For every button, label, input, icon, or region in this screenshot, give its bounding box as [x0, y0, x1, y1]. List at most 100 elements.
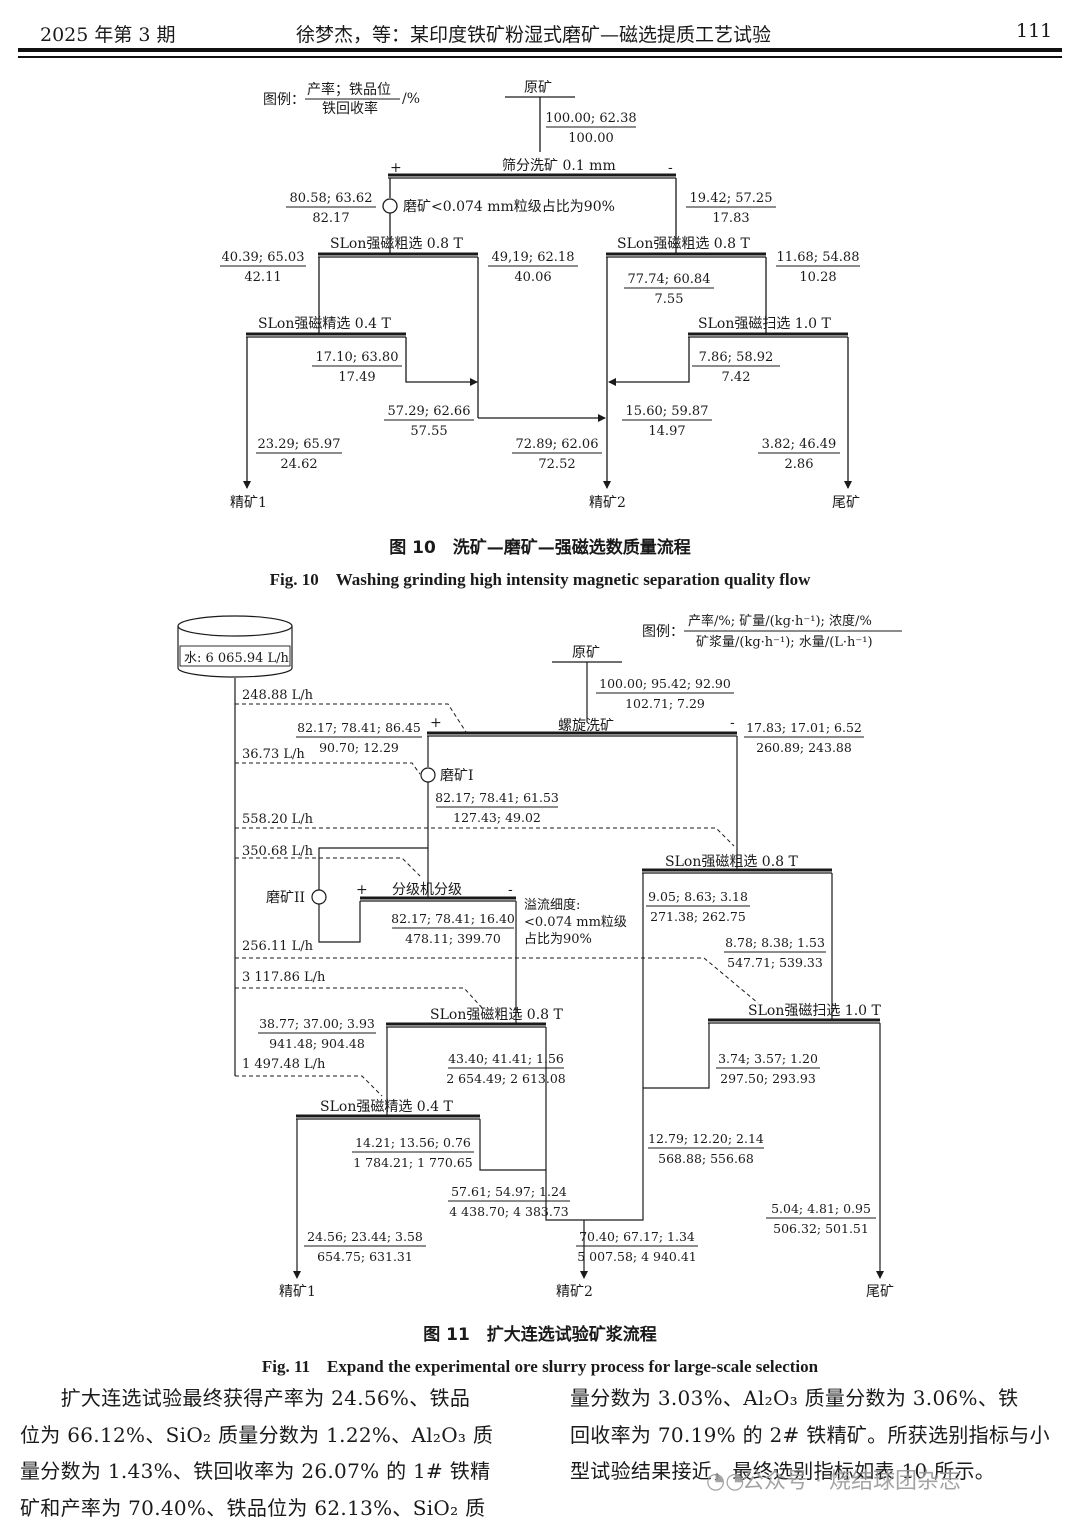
svg-text:3.74; 3.57; 1.20: 3.74; 3.57; 1.20	[718, 1051, 818, 1066]
svg-text:15.60; 59.87: 15.60; 59.87	[626, 404, 709, 419]
fig11-minus-1: -	[730, 715, 735, 731]
fig10-flow-rr_non: 11.68; 54.88 10.28	[776, 250, 860, 285]
fig10-legend-prefix: 图例：	[263, 92, 305, 108]
water-flow-label: 36.73 L/h	[242, 747, 305, 762]
svg-text:547.71; 539.33: 547.71; 539.33	[727, 955, 823, 970]
fig11-scav: SLon强磁扫选 1.0 T	[748, 1003, 881, 1019]
svg-text:17.83: 17.83	[712, 211, 749, 226]
svg-text:57.61; 54.97; 1.24: 57.61; 54.97; 1.24	[451, 1184, 567, 1199]
water-flow-label: 558.20 L/h	[242, 812, 314, 827]
fig11-caption-en: Fig. 11 Expand the experimental ore slur…	[261, 1357, 819, 1376]
svg-text:7.42: 7.42	[722, 370, 751, 385]
fig10-flow-rr_mag: 77.74; 60.847.55	[624, 272, 714, 307]
svg-text:9.05; 8.63; 3.18: 9.05; 8.63; 3.18	[648, 889, 748, 904]
fig10-flow-tail: 3.82; 46.492.86	[758, 437, 840, 472]
figure-11-flowsheet: 水: 6 065.94 L/h 图例： 产率/%; 矿量/(kg·h⁻¹); 浓…	[177, 613, 902, 1300]
svg-text:297.50; 293.93: 297.50; 293.93	[720, 1071, 816, 1086]
svg-text:506.32; 501.51: 506.32; 501.51	[773, 1221, 869, 1236]
svg-text:82.17; 78.41; 61.53: 82.17; 78.41; 61.53	[435, 790, 559, 805]
fig11-rough-left: SLon强磁粗选 0.8 T	[430, 1007, 563, 1023]
body-line: 位为 66.12%、SiO₂ 质量分数为 1.22%、Al₂O₃ 质	[20, 1422, 494, 1447]
figure-10-flowsheet: 图例： 产率；铁品位 铁回收率 /% 原矿 筛分洗矿 0.1 mm + - 磨矿…	[220, 80, 860, 511]
svg-text:12.79; 12.20; 2.14: 12.79; 12.20; 2.14	[648, 1131, 764, 1146]
body-line: 矿和产率为 70.40%、铁品位为 62.13%、SiO₂ 质	[20, 1495, 486, 1520]
fig11-flow-feed: 100.00; 95.42; 92.90 102.71; 7.29	[596, 676, 734, 711]
fig11-plus-1: +	[430, 715, 442, 731]
fig11-tail: 尾矿	[866, 1284, 894, 1300]
svg-text:5 007.58; 4 940.41: 5 007.58; 4 940.41	[577, 1249, 697, 1264]
header-rule-thick	[18, 48, 1062, 52]
svg-text:17.49: 17.49	[338, 370, 375, 385]
fig10-flow-feed: 100.00; 62.38 100.00	[545, 111, 636, 146]
fig11-flow-conc2: 70.40; 67.17; 1.34 5 007.58; 4 940.41	[576, 1229, 698, 1264]
watermark: ◔◔公众号 · 烧结球团杂志	[706, 1463, 961, 1495]
body-line: 回收率为 70.19% 的 2# 铁精矿。所获选别指标与小	[570, 1422, 1050, 1447]
fig10-scav: SLon强磁扫选 1.0 T	[698, 316, 831, 332]
svg-text:70.40; 67.17; 1.34: 70.40; 67.17; 1.34	[579, 1229, 695, 1244]
water-tank-label: 水: 6 065.94 L/h	[184, 651, 290, 666]
fig10-legend-top: 产率；铁品位	[307, 81, 391, 98]
svg-text:43.40; 41.41; 1.56: 43.40; 41.41; 1.56	[448, 1051, 564, 1066]
svg-text:17.83; 17.01; 6.52: 17.83; 17.01; 6.52	[746, 720, 862, 735]
fig10-screen: 筛分洗矿 0.1 mm	[502, 158, 616, 174]
journal-issue: 2025 年第 3 期	[40, 24, 176, 46]
fig11-legend-top: 产率/%; 矿量/(kg·h⁻¹); 浓度/%	[688, 613, 872, 629]
svg-text:57.55: 57.55	[410, 424, 447, 439]
svg-text:10.28: 10.28	[799, 270, 836, 285]
fig10-flow-screen_minus: 19.42; 57.25 17.83	[686, 191, 776, 226]
svg-text:90.70; 12.29: 90.70; 12.29	[319, 740, 399, 755]
fig11-overflow-3: 占比为90%	[524, 932, 592, 947]
fig11-flow-spiral_plus: 82.17; 78.41; 86.45 90.70; 12.29	[296, 720, 422, 755]
svg-text:14.97: 14.97	[648, 424, 685, 439]
svg-text:14.21; 13.56; 0.76: 14.21; 13.56; 0.76	[355, 1135, 471, 1150]
svg-text:478.11; 399.70: 478.11; 399.70	[405, 931, 501, 946]
svg-text:4 438.70; 4 383.73: 4 438.70; 4 383.73	[449, 1204, 569, 1219]
body-line: 型试验结果接近，最终选别指标如表 10 所示。	[570, 1459, 996, 1483]
fig11-clean: SLon强磁精选 0.4 T	[320, 1099, 453, 1115]
svg-text:23.29; 65.97: 23.29; 65.97	[258, 437, 341, 452]
watermark-text: 公众号 · 烧结球团杂志	[742, 1469, 961, 1494]
svg-text:19.42; 57.25: 19.42; 57.25	[690, 191, 773, 206]
svg-text:100.00; 62.38: 100.00; 62.38	[545, 111, 636, 126]
svg-text:1 784.21; 1 770.65: 1 784.21; 1 770.65	[353, 1155, 473, 1170]
page-header: 2025 年第 3 期 徐梦杰，等：某印度铁矿粉湿式磨矿—磁选提质工艺试验 11…	[0, 0, 1080, 62]
fig10-conc1: 精矿1	[230, 495, 267, 511]
svg-text:100.00: 100.00	[568, 131, 614, 146]
svg-text:82.17; 78.41; 16.40: 82.17; 78.41; 16.40	[391, 911, 515, 926]
body-line: 量分数为 3.03%、Al₂O₃ 质量分数为 3.06%、铁	[570, 1386, 1019, 1410]
fig11-classifier: 分级机分级	[392, 882, 462, 898]
svg-text:82.17; 78.41; 86.45: 82.17; 78.41; 86.45	[297, 720, 421, 735]
fig11-legend-bottom: 矿浆量/(kg·h⁻¹); 水量/(L·h⁻¹)	[696, 635, 873, 650]
fig10-minus: -	[668, 160, 673, 176]
fig11-overflow-1: 溢流细度:	[524, 897, 580, 913]
svg-text:82.17: 82.17	[312, 211, 349, 226]
svg-text:102.71; 7.29: 102.71; 7.29	[625, 696, 705, 711]
svg-text:24.62: 24.62	[280, 457, 317, 472]
wechat-icon: ◔◔	[706, 1469, 745, 1494]
fig10-tail: 尾矿	[832, 495, 860, 511]
svg-text:7.86; 58.92: 7.86; 58.92	[699, 350, 774, 365]
svg-text:3.82; 46.49: 3.82; 46.49	[762, 437, 837, 452]
svg-text:80.58; 63.62: 80.58; 63.62	[290, 191, 373, 206]
svg-text:7.55: 7.55	[655, 292, 684, 307]
svg-text:72.89; 62.06: 72.89; 62.06	[516, 437, 599, 452]
svg-text:11.68; 54.88: 11.68; 54.88	[777, 250, 860, 265]
svg-text:100.00; 95.42; 92.90: 100.00; 95.42; 92.90	[599, 676, 731, 691]
fig10-caption-en: Fig. 10 Washing grinding high intensity …	[269, 570, 811, 589]
svg-text:24.56; 23.44; 3.58: 24.56; 23.44; 3.58	[307, 1229, 423, 1244]
fig11-legend-prefix: 图例：	[642, 624, 684, 640]
fig11-data-labels: 100.00; 95.42; 92.90 102.71; 7.29 82.17; 7…	[258, 676, 876, 1264]
header-rule-thin	[18, 56, 1062, 58]
water-flow-label: 1 497.48 L/h	[242, 1057, 326, 1072]
svg-text:260.89; 243.88: 260.89; 243.88	[756, 740, 852, 755]
